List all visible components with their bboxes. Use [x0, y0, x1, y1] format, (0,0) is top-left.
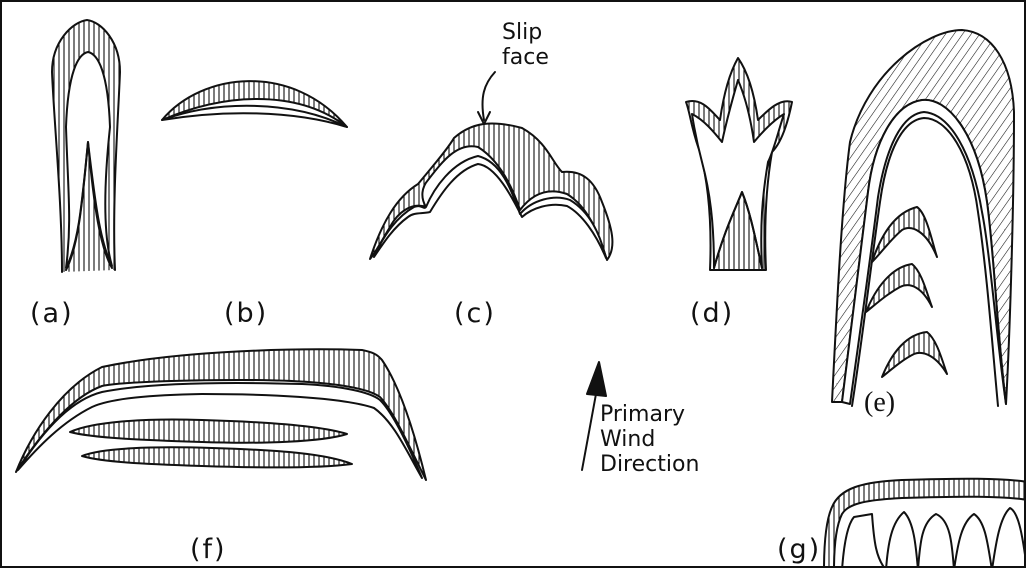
slip-face-label: Slip face: [502, 20, 549, 70]
wind-line-3: Direction: [600, 452, 699, 477]
dune-d: [686, 58, 792, 270]
slip-face-line-1: Slip: [502, 20, 549, 45]
dune-e: [832, 30, 1014, 406]
label-f: (f): [190, 534, 227, 565]
label-c: (c): [454, 298, 496, 329]
dune-g: [824, 479, 1026, 568]
dune-b: [162, 81, 347, 127]
wind-direction-label: Primary Wind Direction: [600, 402, 699, 477]
wind-line-1: Primary: [600, 402, 699, 427]
label-g: (g): [777, 534, 821, 565]
dune-c: [370, 123, 612, 260]
wind-line-2: Wind: [600, 427, 699, 452]
slip-face-line-2: face: [502, 45, 549, 70]
dune-f: [16, 349, 426, 480]
label-e: (e): [864, 387, 895, 419]
label-d: (d): [690, 298, 734, 329]
label-b: (b): [224, 298, 268, 329]
label-a: (a): [30, 298, 74, 329]
dune-a: [52, 20, 120, 272]
